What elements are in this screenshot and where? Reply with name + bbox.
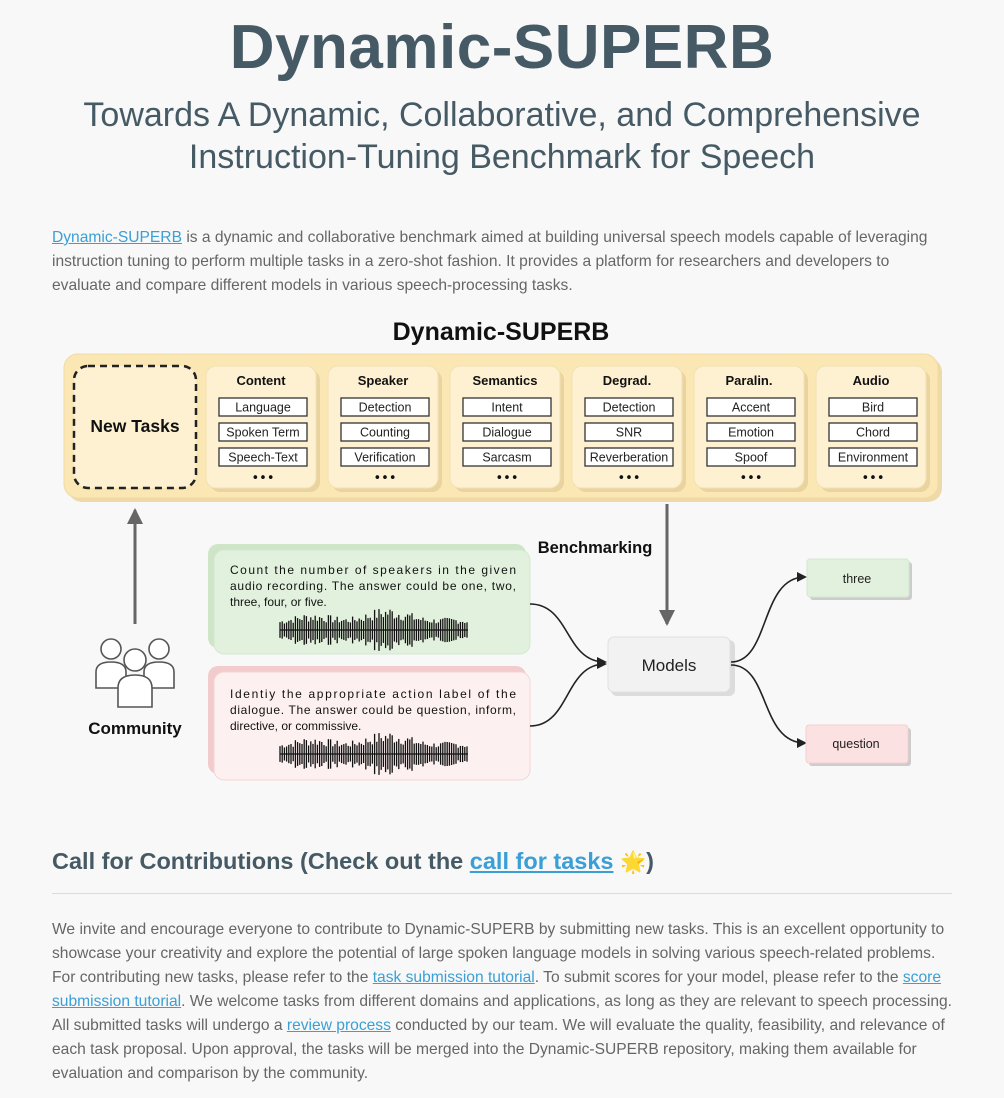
- intro-text: is a dynamic and collaborative benchmark…: [52, 229, 928, 294]
- connector-arrow: [529, 659, 607, 727]
- task-chip: [584, 397, 674, 417]
- prompt-dialogue-action-text: Identiy the appropriate action label of …: [230, 687, 516, 733]
- task-chip: [340, 447, 430, 467]
- output-box-three: [806, 558, 910, 598]
- models-label: Models: [642, 656, 697, 675]
- waveform-icon: [279, 733, 468, 775]
- contributions-paragraph: We invite and encourage everyone to cont…: [52, 918, 952, 1086]
- task-chip-label: Emotion: [728, 426, 774, 440]
- task-chip-label: Reverberation: [590, 451, 669, 465]
- category-title: Semantics: [472, 373, 537, 388]
- waveform-icon: [279, 609, 468, 651]
- task-submission-tutorial-link[interactable]: task submission tutorial: [372, 969, 535, 986]
- more-tasks-ellipsis: •••: [251, 471, 274, 486]
- task-chip-label: Detection: [603, 401, 656, 415]
- task-chip-label: Intent: [491, 401, 523, 415]
- output-three-label: three: [843, 572, 872, 586]
- dynamic-superb-link[interactable]: Dynamic-SUPERB: [52, 229, 182, 246]
- task-chip: [218, 422, 308, 442]
- models-box: [607, 636, 731, 693]
- task-chip: [340, 422, 430, 442]
- task-chip-label: Detection: [359, 401, 412, 415]
- contrib-text: conducted by our team. We will evaluate …: [52, 1017, 945, 1082]
- task-chip: [462, 422, 552, 442]
- output-box-question: [805, 724, 909, 764]
- task-chip-label: Chord: [856, 426, 890, 440]
- task-chip-label: Spoken Term: [226, 426, 299, 440]
- task-chip-label: Language: [235, 401, 291, 415]
- section-divider: [52, 893, 952, 894]
- call-for-tasks-link[interactable]: call for tasks: [469, 848, 614, 874]
- task-chip: [462, 397, 552, 417]
- community-icon: [95, 638, 175, 708]
- category-title: Degrad.: [603, 373, 651, 388]
- connector-arrow: [730, 572, 807, 663]
- task-chip: [828, 422, 918, 442]
- more-tasks-ellipsis: •••: [861, 471, 884, 486]
- call-for-contributions-heading: Call for Contributions (Check out the ca…: [52, 844, 952, 880]
- task-chip: [828, 397, 918, 417]
- prompt-speaker-count-text: Count the number of speakers in the give…: [230, 563, 516, 609]
- new-tasks-label: New Tasks: [90, 416, 179, 436]
- task-chip: [706, 422, 796, 442]
- task-chip: [218, 397, 308, 417]
- contrib-text: We invite and encourage everyone to cont…: [52, 921, 945, 986]
- review-process-link[interactable]: review process: [286, 1017, 391, 1034]
- more-tasks-ellipsis: •••: [739, 471, 762, 486]
- page-title: Dynamic-SUPERB: [229, 13, 775, 82]
- task-chip-label: Environment: [838, 451, 909, 465]
- task-chip: [340, 397, 430, 417]
- glowing-star-icon: 🌟: [620, 851, 647, 874]
- task-chip-label: Counting: [360, 426, 410, 440]
- task-chip: [828, 447, 918, 467]
- task-chip: [218, 447, 308, 467]
- community-label: Community: [88, 719, 182, 738]
- subtitle-line-2: Instruction-Tuning Benchmark for Speech: [188, 138, 816, 176]
- task-chip: [584, 422, 674, 442]
- heading-text: Call for Contributions (Check out the: [52, 848, 470, 874]
- category-title: Speaker: [358, 373, 409, 388]
- output-question-label: question: [832, 737, 879, 751]
- category-title: Audio: [853, 373, 890, 388]
- task-chip-label: Dialogue: [482, 426, 531, 440]
- connector-arrow: [730, 664, 807, 748]
- category-title: Paralin.: [726, 373, 773, 388]
- contrib-text: . To submit scores for your model, pleas…: [534, 969, 903, 986]
- more-tasks-ellipsis: •••: [373, 471, 396, 486]
- task-chip-label: SNR: [616, 426, 642, 440]
- score-submission-tutorial-link[interactable]: score submission tutorial: [52, 969, 941, 1010]
- task-chip: [706, 397, 796, 417]
- task-chip: [584, 447, 674, 467]
- task-chip-label: Bird: [862, 401, 884, 415]
- task-chip: [462, 447, 552, 467]
- contrib-text: . We welcome tasks from different domain…: [52, 993, 952, 1034]
- new-tasks-box: [72, 364, 198, 490]
- task-chip-label: Speech-Text: [228, 451, 298, 465]
- page-subtitle: Towards A Dynamic, Collaborative, and Co…: [40, 94, 964, 178]
- heading-close: ): [646, 848, 654, 874]
- benchmarking-label: Benchmarking: [538, 539, 653, 557]
- more-tasks-ellipsis: •••: [495, 471, 518, 486]
- task-chip-label: Verification: [354, 451, 415, 465]
- category-title: Content: [236, 373, 286, 388]
- task-chip-label: Sarcasm: [482, 451, 531, 465]
- task-chip-label: Spoof: [735, 451, 768, 465]
- more-tasks-ellipsis: •••: [617, 471, 640, 486]
- task-chip-label: Accent: [732, 401, 771, 415]
- connector-arrow: [529, 603, 607, 667]
- intro-paragraph: Dynamic-SUPERB is a dynamic and collabor…: [52, 226, 952, 298]
- task-chip: [706, 447, 796, 467]
- subtitle-line-1: Towards A Dynamic, Collaborative, and Co…: [83, 96, 921, 134]
- figure-title: Dynamic-SUPERB: [393, 318, 610, 346]
